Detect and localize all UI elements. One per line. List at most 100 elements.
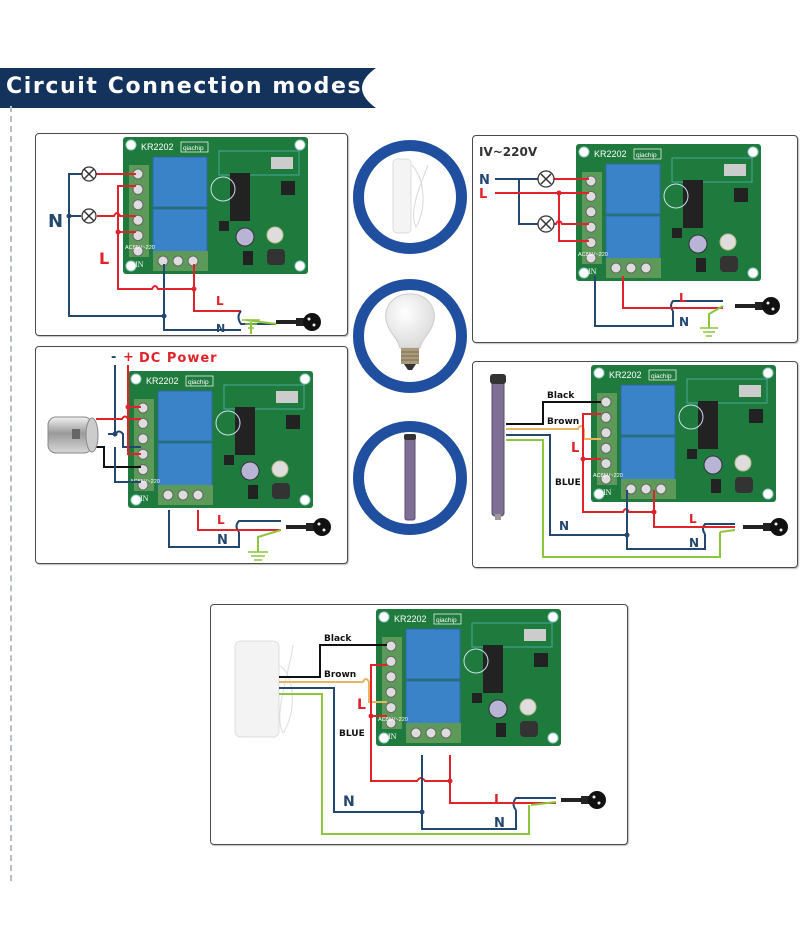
chip [711,479,721,493]
terminal-screw [385,686,397,698]
inductor [520,721,538,737]
terminal-screw [385,655,397,667]
power-plug-icon [743,518,788,536]
board-model: KR2202 [594,149,627,159]
terminal-screw [192,489,204,501]
capacitor [734,454,752,472]
neutral-in-label: N [479,173,490,188]
terminal-screw [385,640,397,652]
terminal-screw [640,483,652,495]
board-brand: qiachip [636,152,657,159]
mount-hole [762,367,774,379]
inductor [272,483,290,499]
green-wire [506,439,721,558]
lamp-icon [537,170,555,188]
capacitor [235,227,255,247]
chip [472,693,482,703]
input-label: IN [603,488,612,497]
voltage-label: IV~220V [479,145,538,159]
antenna-pad [471,622,553,648]
capacitor [266,226,284,244]
neutral-plug-wire [421,755,517,830]
relay [620,384,676,436]
crystal [739,385,761,397]
chip [281,181,295,195]
black-label: Black [324,634,352,644]
chip [696,258,706,272]
voltage-label: AC85V~220 [130,479,160,485]
board-model: KR2202 [146,376,179,386]
tubular-motor-icon [490,374,506,520]
plug-live-label: L [217,513,225,527]
terminal-screw [132,230,144,242]
plug-neutral-label: N [689,536,699,550]
dc-minus-label: - [111,350,116,365]
chip [219,221,229,231]
capacitor [488,699,508,719]
live-plug-wire [197,510,281,531]
terminal-screw [137,433,149,445]
chip [734,188,748,202]
terminal-screw [585,175,597,187]
inductor [720,256,738,272]
chip [243,251,253,265]
relay [157,442,213,494]
terminal-screw [162,489,174,501]
chip [224,455,234,465]
terminal-screw [625,262,637,274]
buzzer-outline [210,176,236,202]
terminal-screw [172,255,184,267]
capacitor [519,698,537,716]
terminal-screw [640,262,652,274]
mount-hole [125,260,137,272]
motor-neutral-label: N [343,794,355,810]
board-brand: qiachip [183,145,204,152]
buzzer-outline [463,648,489,674]
mount-hole [299,494,311,506]
terminal-screw [440,727,452,739]
mount-hole [593,488,605,500]
earth-wire [708,305,724,328]
page-title: Circuit Connection modes [6,74,363,99]
terminal-screw [585,237,597,249]
live-plug-wire [193,289,241,312]
terminal-screw [610,262,622,274]
voltage-label: AC85V~220 [378,717,408,723]
device-ring-light-bulb [353,279,467,393]
mount-hole [547,732,559,744]
blue-label: BLUE [555,478,581,488]
mount-hole [578,146,590,158]
rf-coil [683,180,703,228]
mount-hole [299,373,311,385]
crystal [276,391,298,403]
input-label: IN [135,260,144,269]
terminal-screw [132,199,144,211]
brown-label: Brown [324,670,356,680]
mount-hole [747,267,759,279]
mount-hole [378,611,390,623]
brown-wire [506,425,601,440]
buzzer-outline [663,183,689,209]
dc-power-label: DC Power [139,351,218,366]
terminal-screw [655,483,667,495]
brown-label: Brown [547,417,579,427]
terminal-screw [410,727,422,739]
antenna-pad [686,378,768,404]
capacitor [719,233,737,251]
relay [157,390,213,442]
terminal-screw [600,458,612,470]
dashed-divider [10,106,12,881]
terminal-screw [132,245,144,257]
neutral-plug-wire [626,490,706,550]
plug-neutral-label: N [216,322,225,335]
rf-coil [230,173,250,221]
input-label: IN [588,267,597,276]
mount-hole [578,267,590,279]
